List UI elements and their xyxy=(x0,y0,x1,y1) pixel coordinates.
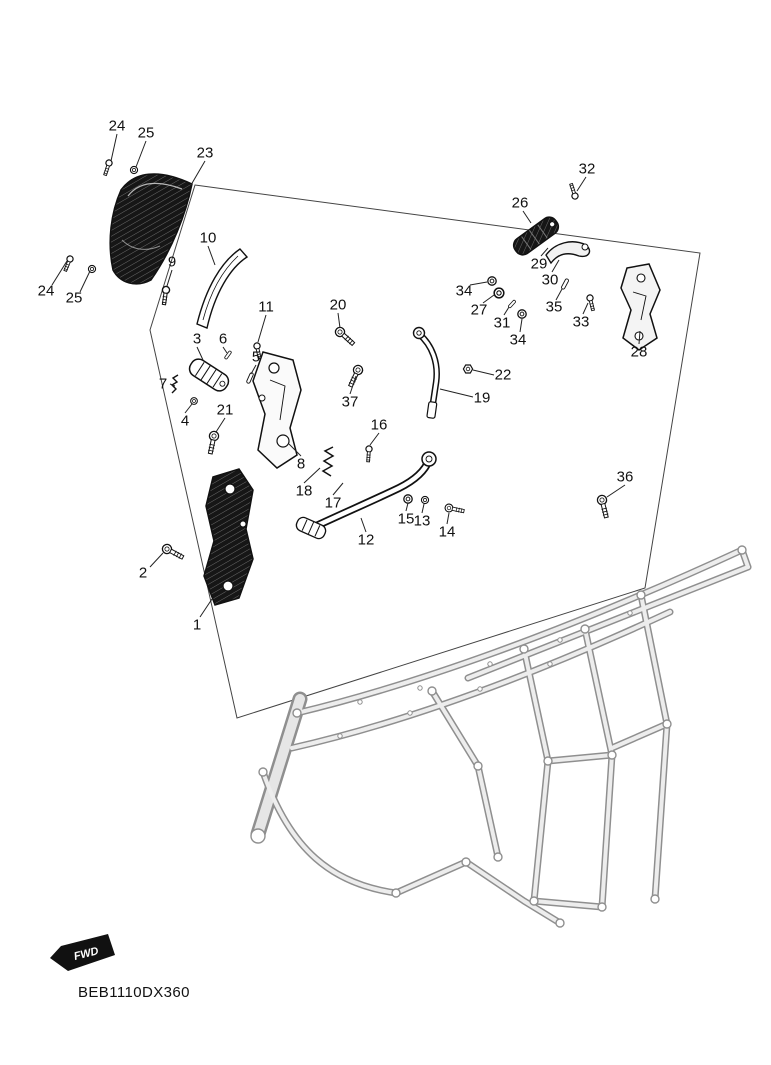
part-callout-34: 34 xyxy=(509,331,527,349)
part-26-rear-footrest xyxy=(512,216,560,256)
part-callout-30: 30 xyxy=(541,271,559,289)
part-callout-6: 6 xyxy=(218,330,228,348)
part-callout-29: 29 xyxy=(530,255,548,273)
part-callout-36: 36 xyxy=(616,468,634,486)
motorcycle-frame xyxy=(250,545,752,928)
part-20-bolt xyxy=(332,324,358,349)
part-28-rear-bracket xyxy=(620,263,661,351)
part-code: BEB1110DX360 xyxy=(78,984,190,1001)
part-27-washer xyxy=(493,287,505,299)
part-callout-4: 4 xyxy=(180,412,190,430)
part-callout-26: 26 xyxy=(511,194,529,212)
part-1-front-bracket xyxy=(203,468,254,606)
part-callout-32: 32 xyxy=(578,160,596,178)
fwd-label: FWD xyxy=(73,945,100,963)
part-callout-27: 27 xyxy=(470,301,488,319)
fwd-arrow-icon xyxy=(50,934,115,971)
part-callout-23: 23 xyxy=(196,144,214,162)
part-callout-28: 28 xyxy=(630,343,648,361)
part-33-bolt xyxy=(585,293,597,312)
part-34-washer xyxy=(517,309,527,319)
part-callout-31: 31 xyxy=(493,314,511,332)
part-callout-11: 11 xyxy=(258,298,274,316)
part-32-screw xyxy=(567,182,580,201)
part-callout-9: 9 xyxy=(167,253,177,271)
part-14-bolt xyxy=(443,502,466,516)
part-callout-25: 25 xyxy=(137,124,155,142)
part-12-brake-pedal xyxy=(295,451,437,540)
part-37-bolt xyxy=(345,363,365,389)
fwd-marker: FWD xyxy=(50,934,115,971)
part-10-bracket-strip xyxy=(196,248,249,329)
part-23-heel-guard xyxy=(109,173,193,285)
part-16-bolt xyxy=(364,445,373,463)
part-22-nut xyxy=(462,364,474,374)
part-3-footrest xyxy=(188,358,230,392)
part-callout-3: 3 xyxy=(192,330,202,348)
part-25-washer xyxy=(129,165,139,175)
part-callout-18: 18 xyxy=(295,482,313,500)
part-18-spring xyxy=(321,446,335,477)
part-29-30-latch-lever xyxy=(545,241,591,265)
part-callout-1: 1 xyxy=(192,616,202,634)
part-2-bolt xyxy=(160,542,186,563)
part-36-bolt xyxy=(595,493,612,520)
part-24-screw xyxy=(61,254,75,273)
parts xyxy=(61,158,661,606)
part-callout-15: 15 xyxy=(397,510,415,528)
part-6-pin xyxy=(223,350,233,360)
part-callout-22: 22 xyxy=(494,366,512,384)
part-callout-21: 21 xyxy=(216,401,234,419)
part-callout-2: 2 xyxy=(138,564,148,582)
part-callout-25: 25 xyxy=(65,289,83,307)
part-35-pin xyxy=(560,277,570,291)
part-34-washer xyxy=(487,276,497,286)
part-callout-24: 24 xyxy=(108,117,126,135)
part-24-screw xyxy=(101,158,114,177)
part-7-clip-spring xyxy=(170,374,179,394)
part-9-bolt xyxy=(159,285,171,306)
part-callout-12: 12 xyxy=(357,531,375,549)
part-callout-5: 5 xyxy=(251,348,261,366)
part-callout-34: 34 xyxy=(455,282,473,300)
part-callout-33: 33 xyxy=(572,313,590,331)
part-13-washer xyxy=(420,495,430,505)
part-callout-17: 17 xyxy=(324,494,342,512)
part-callout-10: 10 xyxy=(199,229,217,247)
part-4-washer xyxy=(190,397,198,405)
part-callout-20: 20 xyxy=(329,296,347,314)
part-callout-14: 14 xyxy=(438,523,456,541)
assembly-boundary xyxy=(149,184,701,719)
part-31-pin xyxy=(507,299,517,309)
part-callout-7: 7 xyxy=(158,375,168,393)
part-callout-37: 37 xyxy=(341,393,359,411)
part-8-footrest-bracket xyxy=(252,351,302,469)
part-callout-24: 24 xyxy=(37,282,55,300)
part-callout-16: 16 xyxy=(370,416,388,434)
part-callout-19: 19 xyxy=(473,389,491,407)
part-callout-8: 8 xyxy=(296,455,306,473)
part-21-bolt xyxy=(205,429,221,456)
leader-lines xyxy=(51,133,641,618)
part-19-push-rod xyxy=(412,326,440,419)
part-callout-35: 35 xyxy=(545,298,563,316)
part-15-washer xyxy=(403,494,413,504)
part-callout-13: 13 xyxy=(413,512,431,530)
